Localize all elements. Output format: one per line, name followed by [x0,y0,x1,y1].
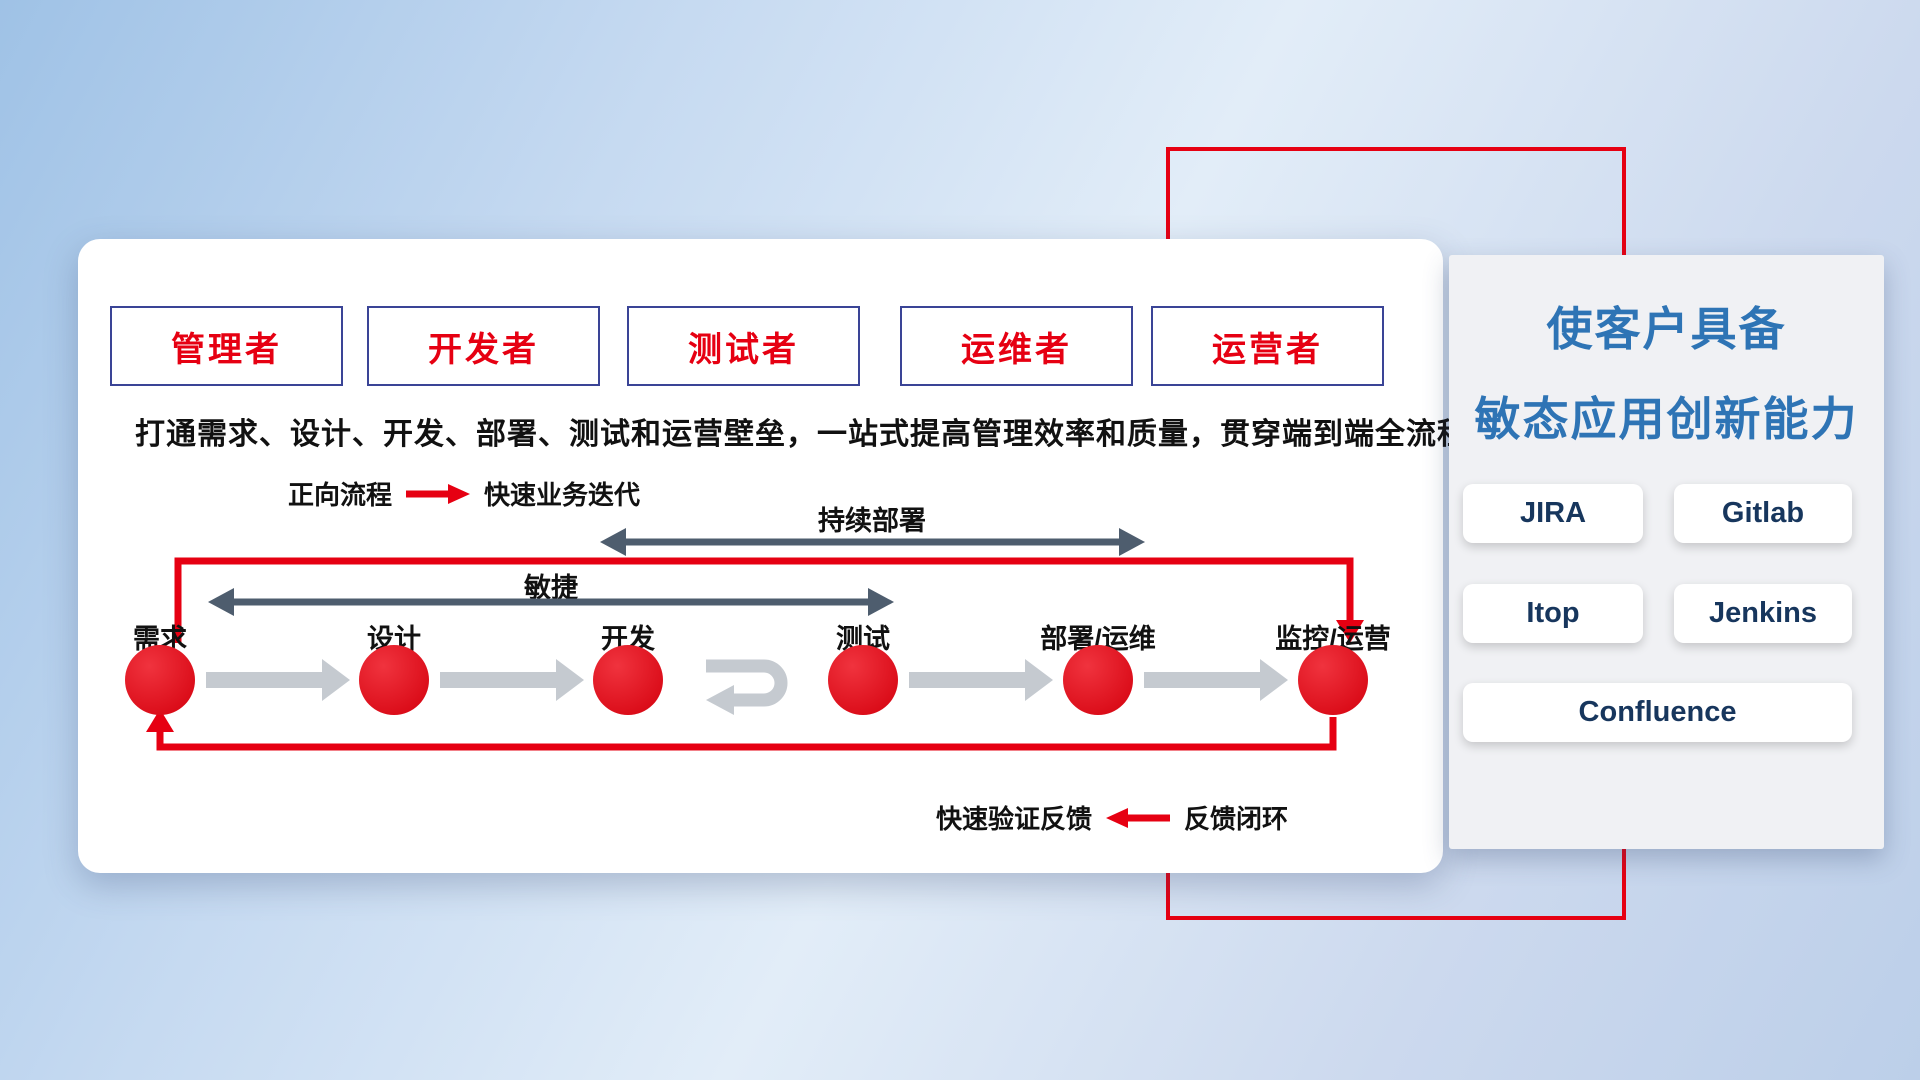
forward-flow-legend: 正向流程 快速业务迭代 [288,475,640,512]
stage-development-node [593,645,663,715]
feedback-legend-value: 反馈闭环 [1184,804,1289,834]
workflow-description: 打通需求、设计、开发、部署、测试和运营壁垒，一站式提高管理效率和质量，贯穿端到端… [135,418,1468,451]
forward-flow-legend-value: 快速业务迭代 [484,480,641,510]
flow-arrows [206,659,1288,701]
stage-monitor-ops-node [1298,645,1368,715]
role-manager: 管理者 [110,306,343,386]
role-ops: 运维者 [900,306,1133,386]
role-label: 开发者 [428,330,539,369]
agile-arrow [208,588,894,616]
role-label: 运营者 [1212,330,1323,369]
feedback-loop-arrow [146,709,1337,751]
continuous-deployment-label: 持续部署 [818,506,926,536]
role-label: 测试者 [688,330,799,369]
workflow-card: 管理者 开发者 测试者 运维者 运营者 打通需求、设计、开发、部署、测试和运营壁… [78,239,1467,873]
tool-gitlab: Gitlab [1674,484,1852,543]
forward-flow-legend-label: 正向流程 [288,480,393,510]
agile-label: 敏捷 [524,573,578,603]
tool-itop: Itop [1463,584,1643,643]
role-operator: 运营者 [1151,306,1384,386]
feedback-legend-label: 快速验证反馈 [936,804,1093,834]
stage-design-node [359,645,429,715]
feedback-legend: 快速验证反馈 反馈闭环 [936,799,1288,836]
stage-deploy-ops-node [1063,645,1133,715]
tool-jira: JIRA [1463,484,1643,543]
role-developer: 开发者 [367,306,600,386]
stage-requirements-node [125,645,195,715]
panel-title-line2: 敏态应用创新能力 [1474,393,1859,445]
tool-jenkins: Jenkins [1674,584,1852,643]
flow-diagram-canvas [146,528,1364,751]
role-label: 管理者 [171,330,282,369]
tool-confluence: Confluence [1463,683,1852,742]
role-label: 运维者 [961,330,1072,369]
forward-flow-legend-arrow-icon [406,483,471,504]
forward-loop-arrow [174,557,1364,643]
panel-title-line1: 使客户具备 [1546,303,1787,355]
feedback-legend-arrow-icon [1106,807,1171,828]
role-tester: 测试者 [627,306,860,386]
capability-panel: 使客户具备 敏态应用创新能力 JIRA Gitlab Itop Jenkins … [1449,255,1884,849]
iteration-loop-icon [706,659,788,715]
stage-testing-node [828,645,898,715]
continuous-deployment-arrow [600,528,1145,556]
